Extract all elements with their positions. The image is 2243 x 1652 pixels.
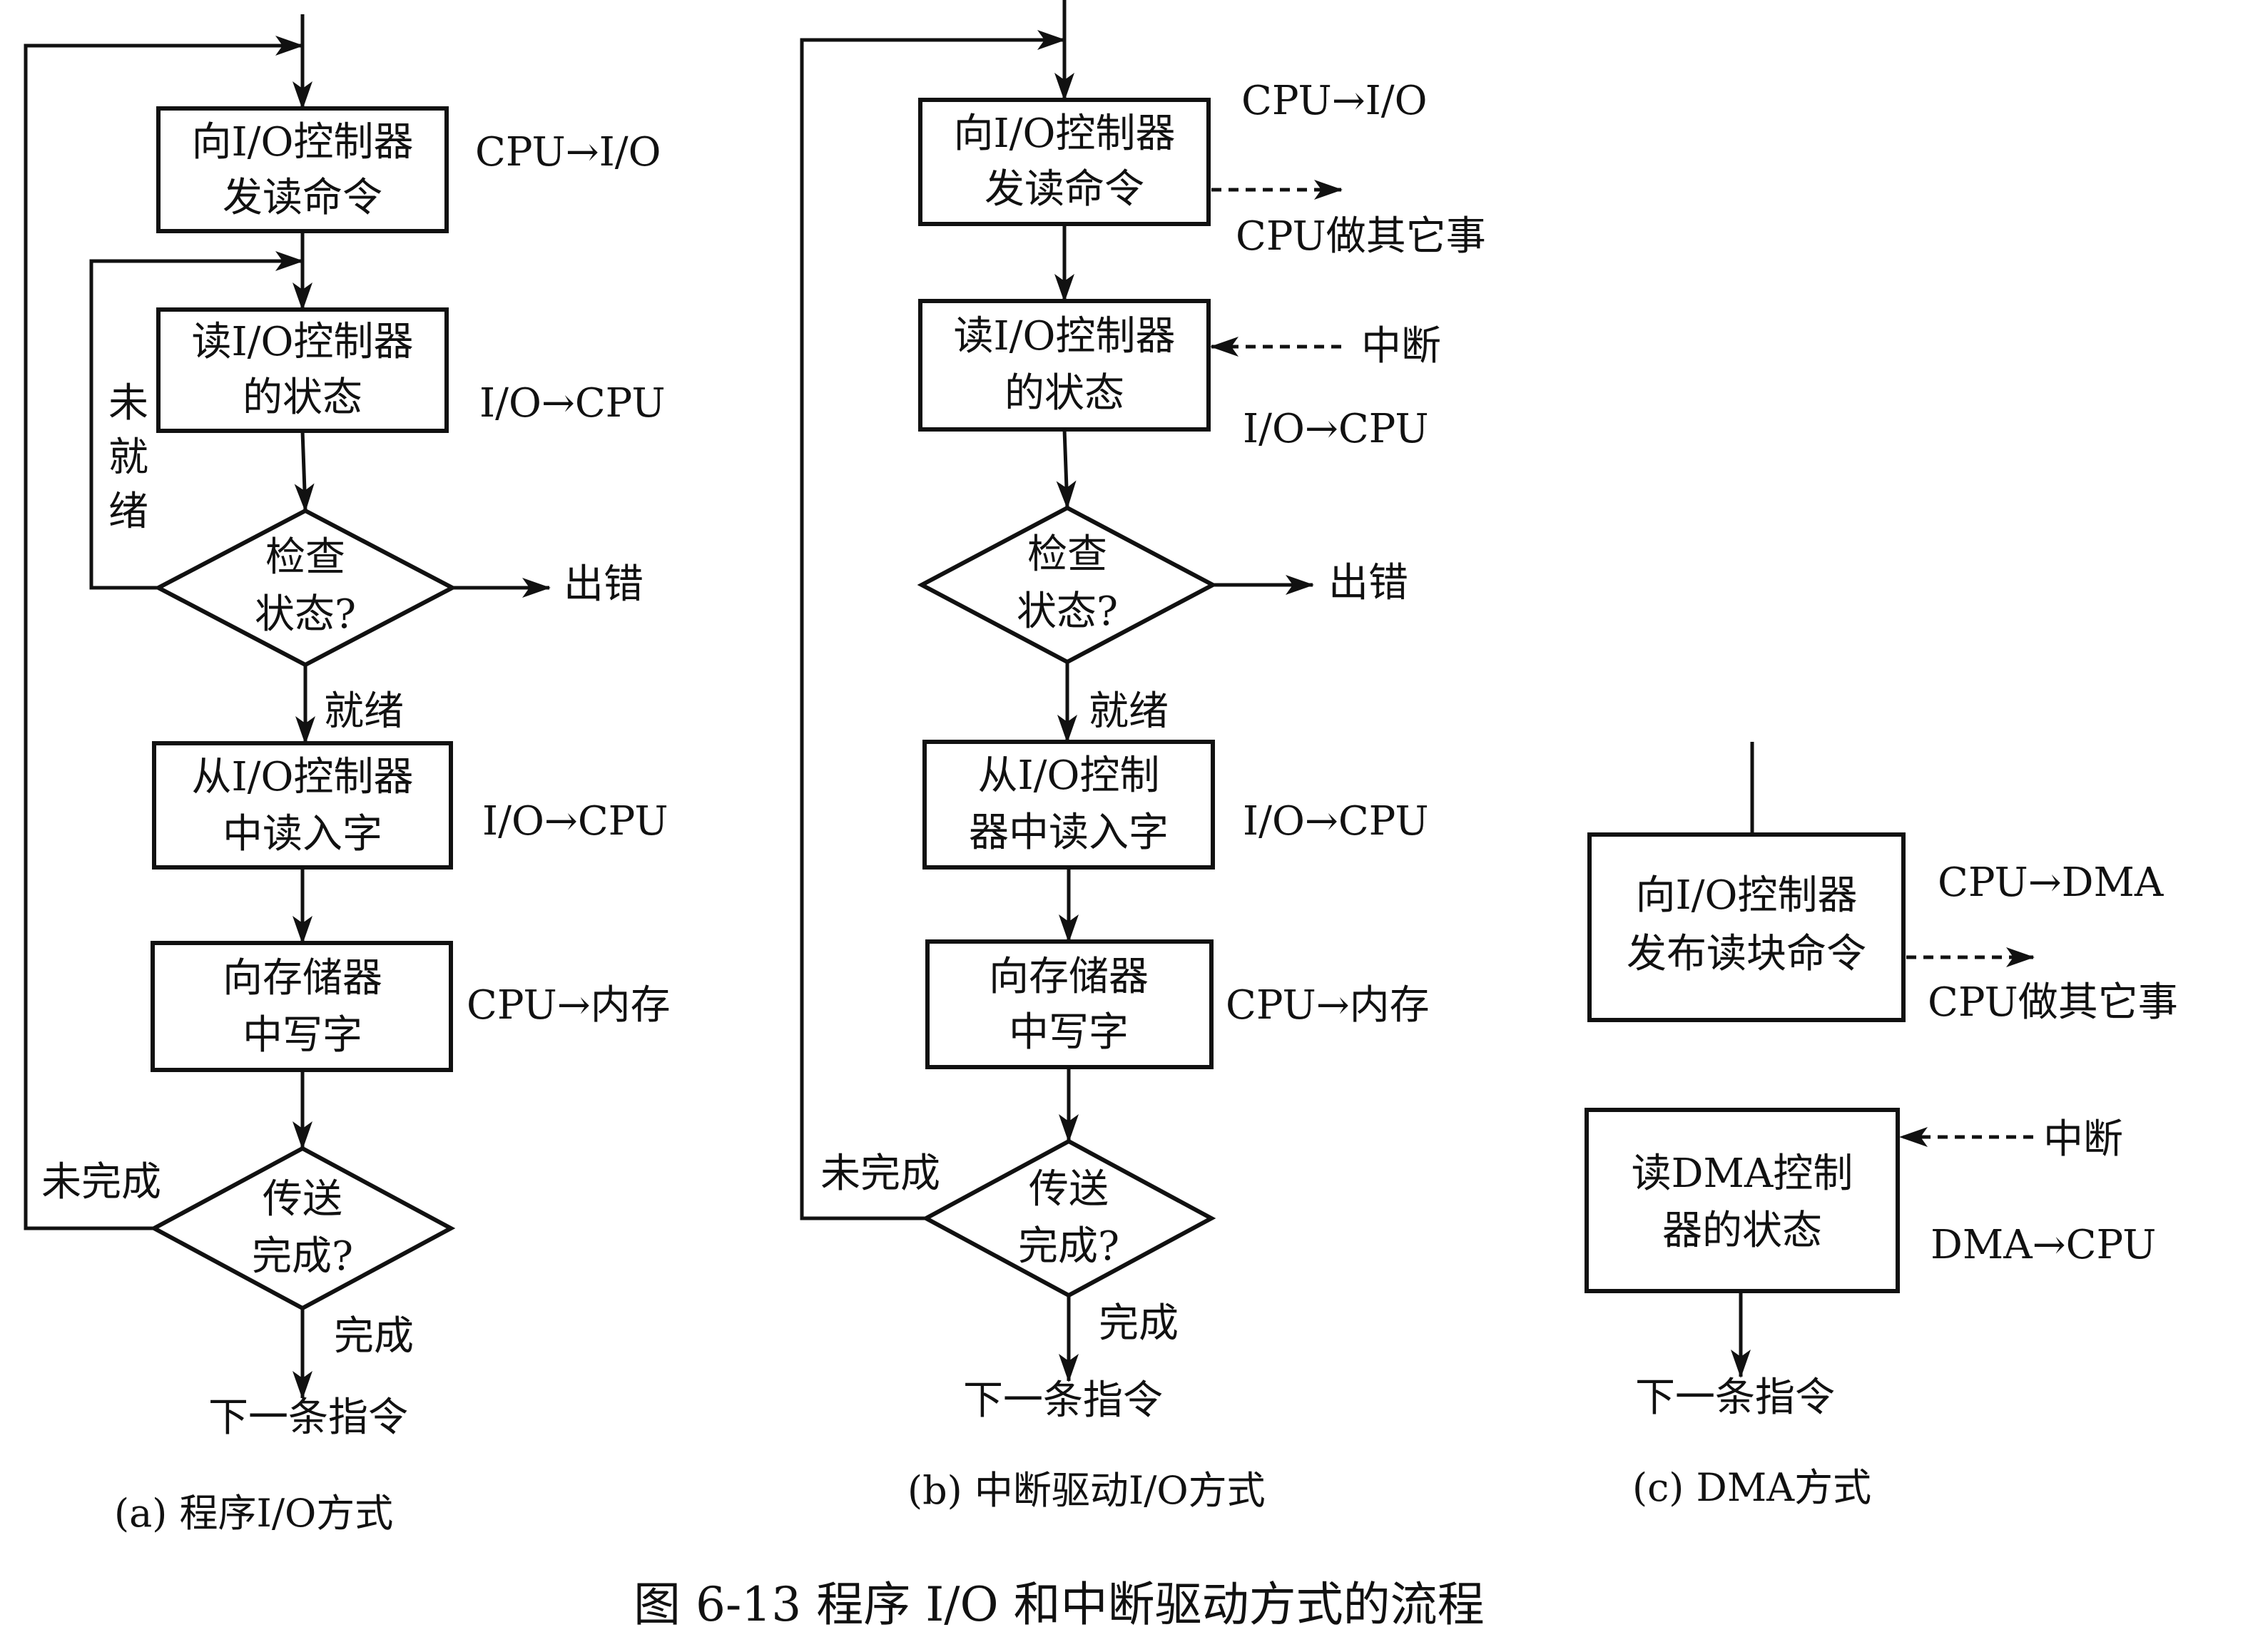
- panel-a-box-read-word: 从I/O控制器 中读入字: [152, 741, 453, 870]
- panel-b-done-label: 完成: [1099, 1300, 1179, 1347]
- b-loop-back-line: [800, 30, 1066, 1220]
- panel-b-box-send-read-command: 向I/O控制器 发读命令: [918, 98, 1211, 226]
- panel-a-decision-check-status: 检查 状态?: [153, 508, 457, 668]
- panel-a-box4-line2: 中写字: [243, 1012, 362, 1059]
- panel-b-d1-line2: 状态?: [1017, 588, 1118, 635]
- panel-a: 向I/O控制器 发读命令 CPU→I/O 读I/O控制器 的状态 I/O→CPU…: [41, 106, 671, 1536]
- panel-a-done-label: 完成: [334, 1313, 414, 1360]
- panel-c-box2-line2: 器的状态: [1662, 1208, 1822, 1254]
- panel-b-interrupt-label: 中断: [1361, 323, 1441, 369]
- panel-b-box-read-word: 从I/O控制 器中读入字: [922, 740, 1215, 870]
- panel-b-box2-line1: 读I/O控制器: [954, 313, 1176, 360]
- panel-c-cpu-other-label: CPU做其它事: [1928, 979, 2178, 1026]
- panel-b-d2-line1: 传送: [1029, 1166, 1109, 1213]
- panel-a-label-cpu-to-memory: CPU→内存: [467, 982, 671, 1029]
- panel-a-box-write-memory: 向存储器 中写字: [151, 941, 453, 1072]
- panel-a-not-ready-char2: 就: [108, 434, 148, 481]
- panel-b-box1-line1: 向I/O控制器: [954, 111, 1176, 157]
- panel-a-d1-line1: 检查: [265, 534, 345, 581]
- panel-a-not-ready-char3: 绪: [108, 489, 148, 535]
- panel-b-d1-line1: 检查: [1027, 531, 1107, 578]
- panel-c-box-read-dma-status: 读DMA控制 器的状态: [1585, 1108, 1900, 1293]
- panel-b-box2-line2: 的状态: [1004, 370, 1124, 417]
- panel-a-label-cpu-to-io: CPU→I/O: [475, 129, 661, 175]
- panel-a-label-io-to-cpu-2: I/O→CPU: [482, 798, 668, 845]
- panel-b-box1-line2: 发读命令: [985, 166, 1144, 213]
- panel-b-box4-line1: 向存储器: [989, 954, 1149, 1000]
- panel-b: 向I/O控制器 发读命令 CPU→I/O CPU做其它事 读I/O控制器 的状态…: [820, 78, 1486, 1513]
- panel-a-next-instruction: 下一条指令: [208, 1394, 408, 1441]
- panel-c-box2-line1: 读DMA控制: [1632, 1151, 1853, 1197]
- panel-a-box-send-read-command: 向I/O控制器 发读命令: [156, 106, 449, 233]
- panel-a-error-label: 出错: [564, 561, 644, 608]
- panel-c-next-instruction: 下一条指令: [1635, 1375, 1835, 1421]
- panel-b-next-instruction: 下一条指令: [963, 1377, 1163, 1424]
- panel-a-box-read-status: 读I/O控制器 的状态: [156, 307, 449, 433]
- panel-a-box3-line1: 从I/O控制器: [192, 754, 414, 800]
- panel-a-box2-line2: 的状态: [243, 374, 362, 421]
- panel-a-decision-transfer-done: 传送 完成?: [149, 1146, 456, 1311]
- panel-b-label-io-to-cpu-2: I/O→CPU: [1243, 798, 1429, 845]
- panel-c-interrupt-label: 中断: [2043, 1116, 2123, 1163]
- panel-b-error-label: 出错: [1328, 560, 1408, 606]
- panel-a-d1-line2: 状态?: [255, 591, 356, 638]
- panel-a-caption: (a) 程序I/O方式: [114, 1491, 393, 1536]
- panel-a-box3-line2: 中读入字: [223, 811, 382, 857]
- a-loop-back-line: [24, 36, 304, 1230]
- panel-c-caption: (c) DMA方式: [1632, 1465, 1871, 1510]
- panel-a-ready-label: 就绪: [324, 688, 404, 735]
- panel-b-label-cpu-to-io: CPU→I/O: [1241, 78, 1428, 124]
- a-box2-to-d1: [294, 430, 315, 512]
- panel-c-label-dma-to-cpu: DMA→CPU: [1931, 1222, 2156, 1268]
- a-not-ready-loop: [89, 251, 304, 590]
- panel-b-d2-line2: 完成?: [1018, 1223, 1119, 1270]
- panel-a-not-ready-char1: 未: [108, 380, 148, 427]
- panel-a-box1-line1: 向I/O控制器: [192, 119, 414, 165]
- panel-b-box3-line1: 从I/O控制: [978, 753, 1160, 799]
- panel-b-box3-line2: 器中读入字: [969, 810, 1169, 856]
- panel-b-decision-check-status: 检查 状态?: [917, 505, 1218, 665]
- panel-b-box-write-memory: 向存储器 中写字: [925, 939, 1214, 1069]
- panel-b-label-cpu-to-memory: CPU→内存: [1226, 982, 1430, 1029]
- figure-caption: 图 6-13 程序 I/O 和中断驱动方式的流程: [634, 1577, 1485, 1632]
- panel-b-label-io-to-cpu-1: I/O→CPU: [1243, 406, 1429, 452]
- b-box2-to-d1: [1056, 429, 1077, 509]
- panel-a-box2-line1: 读I/O控制器: [192, 319, 414, 365]
- panel-a-d2-line2: 完成?: [252, 1233, 353, 1280]
- panel-a-not-done-label: 未完成: [41, 1159, 161, 1205]
- panel-b-decision-transfer-done: 传送 完成?: [921, 1138, 1216, 1298]
- panel-a-d2-line1: 传送: [263, 1176, 342, 1223]
- panel-c: 向I/O控制器 发布读块命令 CPU→DMA CPU做其它事 读DMA控制 器的…: [1585, 832, 2178, 1510]
- panel-b-ready-label: 就绪: [1089, 688, 1169, 735]
- panel-b-cpu-other-label: CPU做其它事: [1236, 213, 1486, 260]
- panel-b-not-done-label: 未完成: [820, 1151, 940, 1197]
- panel-c-box1-line2: 发布读块命令: [1627, 931, 1866, 977]
- panel-a-label-io-to-cpu-1: I/O→CPU: [479, 380, 666, 427]
- panel-a-box1-line2: 发读命令: [223, 175, 382, 221]
- panel-c-box-issue-block-read: 向I/O控制器 发布读块命令: [1587, 832, 1906, 1022]
- panel-b-caption: (b) 中断驱动I/O方式: [907, 1468, 1266, 1513]
- panel-b-box4-line2: 中写字: [1009, 1009, 1129, 1056]
- panel-c-box1-line1: 向I/O控制器: [1636, 872, 1858, 919]
- panel-a-box4-line1: 向存储器: [223, 955, 382, 1001]
- panel-c-label-cpu-to-dma: CPU→DMA: [1938, 860, 2164, 906]
- panel-b-box-read-status: 读I/O控制器 的状态: [918, 299, 1211, 432]
